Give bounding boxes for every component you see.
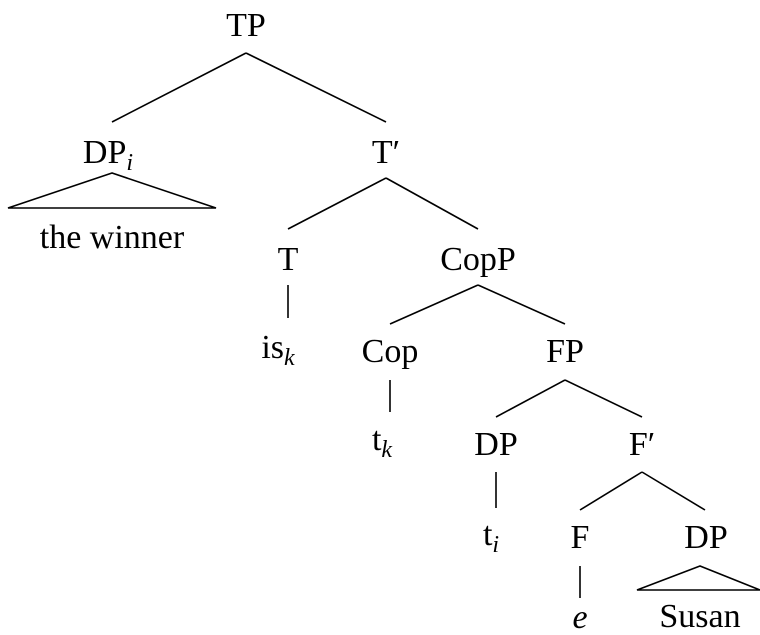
leaf-is: isk	[261, 329, 295, 371]
node-fp: FP	[546, 333, 584, 370]
node-dp-spec: DP	[474, 426, 517, 463]
node-t-head: T	[278, 241, 299, 278]
edge-tbar-t	[287, 177, 387, 230]
node-dp-obj: DP	[684, 519, 727, 556]
node-t-bar: T′	[372, 134, 400, 171]
edge-fbar-dp	[641, 471, 706, 511]
edge-tp-tbar	[245, 52, 387, 123]
edge-tp-dp	[111, 52, 247, 123]
node-f-bar: F′	[629, 426, 655, 463]
node-copp: CopP	[440, 241, 516, 278]
edge-tbar-copp	[385, 177, 479, 230]
leaf-empty-e: e	[572, 599, 587, 635]
node-f-head: F	[571, 519, 590, 556]
edge-fp-fbar	[564, 379, 643, 418]
tree-edges	[111, 52, 706, 598]
leaf-susan: Susan	[659, 598, 740, 635]
node-tp: TP	[226, 7, 266, 44]
node-dp-subject: DPi	[83, 134, 133, 176]
triangle-object	[636, 565, 760, 591]
node-cop: Cop	[362, 333, 419, 370]
edge-copp-fp	[477, 284, 566, 325]
edge-fbar-f	[579, 471, 643, 511]
trace-i: ti	[483, 516, 499, 558]
trace-k: tk	[372, 421, 392, 463]
edge-copp-cop	[389, 284, 479, 325]
triangle-subject	[7, 172, 217, 209]
edge-fp-dp	[495, 379, 566, 418]
leaf-the-winner: the winner	[40, 219, 185, 256]
